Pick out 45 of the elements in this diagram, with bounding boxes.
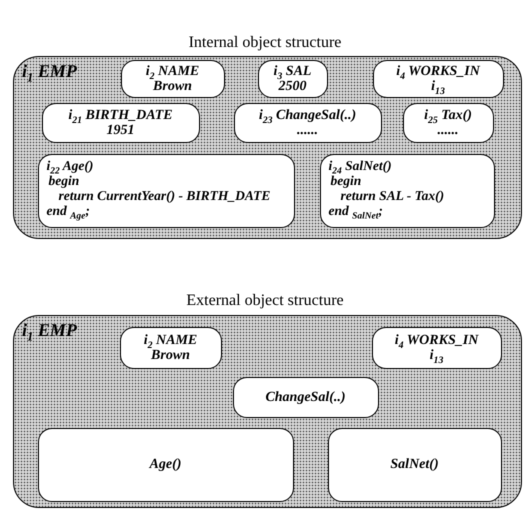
method-name: i$_{22}$ Age() [46,158,94,172]
section-heading: External object structure [186,292,344,310]
attribute-name: i$_{2}$ NAME [146,64,200,78]
attribute-name: i$_{21}$ BIRTH_DATE [68,108,173,122]
attribute-value: i$_{13}$ [431,78,445,94]
object-panel [13,56,522,239]
object-panel [13,315,522,508]
attribute-value: i$_{13}$ [430,348,444,362]
attribute-value: Brown [151,348,190,362]
attribute-box [232,376,378,418]
object-name: i$_{1}$ EMP [22,320,77,341]
attribute-box [42,102,200,142]
section-heading: Internal object structure [188,34,342,52]
attribute-value: 1951 [106,122,134,138]
attribute-value: 2500 [278,78,306,94]
attribute-name: Age() [150,457,182,472]
code-line: begin [48,172,80,188]
attribute-name: i$_{4}$ WORKS_IN [394,332,478,348]
code-line: end $_{SalNet}$; [328,202,383,218]
attribute-name: SalNet() [390,457,439,472]
code-line: begin [330,172,362,188]
object-name: i$_{1}$ EMP [22,61,77,82]
attribute-name: i$_{2}$ NAME [144,332,198,348]
method-box [320,154,494,228]
code-line: return CurrentYear() - BIRTH_DATE [58,188,270,202]
code-line: return SAL - Tax() [340,188,444,202]
attribute-box [120,60,224,98]
attribute-value: Brown [153,78,192,94]
attribute-box [328,428,502,502]
method-box [38,154,294,228]
attribute-value: ...... [297,122,318,138]
attribute-box [234,102,382,142]
attribute-box [372,326,502,368]
method-name: i$_{24}$ SalNet() [328,158,392,172]
attribute-name: i$_{4}$ WORKS_IN [396,64,480,78]
attribute-box [38,428,294,502]
attribute-name: ChangeSal(..) [265,390,346,404]
attribute-name: i$_{25}$ Tax() [424,108,472,122]
attribute-value: ...... [438,122,458,138]
attribute-name: i$_{23}$ ChangeSal(..) [258,108,356,122]
attribute-name: i$_{3}$ SAL [274,64,312,78]
attribute-box [402,102,494,142]
attribute-box [120,326,222,368]
attribute-box [372,60,504,98]
attribute-box [258,60,328,98]
